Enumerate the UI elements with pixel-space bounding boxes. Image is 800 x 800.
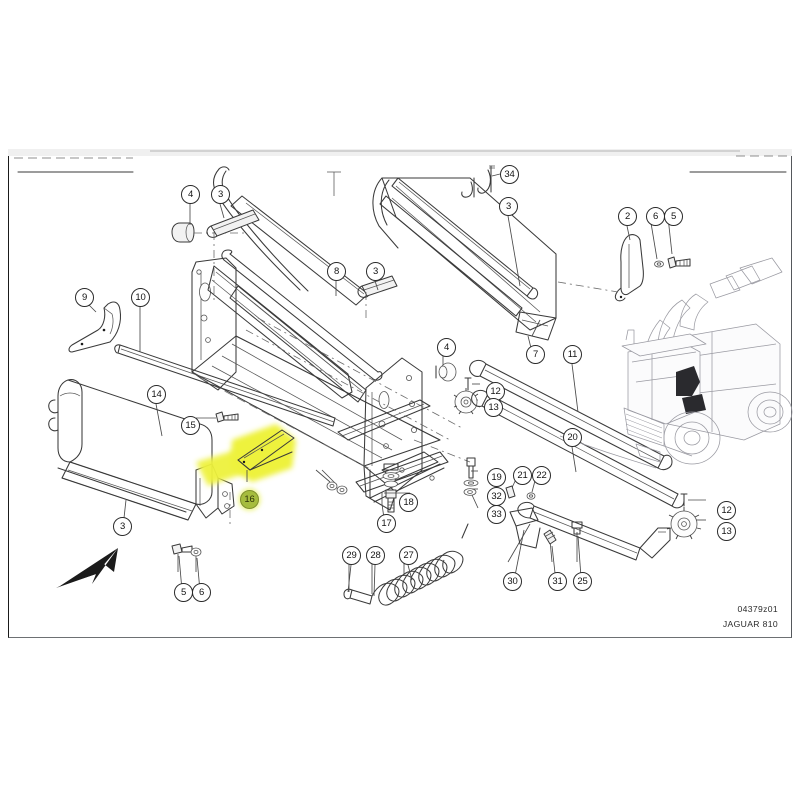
- callout-bubble-4[interactable]: 4: [181, 185, 200, 204]
- callout-bubble-2[interactable]: 2: [618, 207, 637, 226]
- callout-bubble-18[interactable]: 18: [399, 493, 418, 512]
- callout-bubble-16[interactable]: 16: [240, 490, 259, 509]
- callout-bubble-3[interactable]: 3: [499, 197, 518, 216]
- drawing-number: 04379z01: [737, 604, 778, 614]
- callout-bubble-17[interactable]: 17: [377, 514, 396, 533]
- callout-bubble-5[interactable]: 5: [174, 583, 193, 602]
- callout-bubble-8[interactable]: 8: [327, 262, 346, 281]
- callout-bubble-15[interactable]: 15: [181, 416, 200, 435]
- drawing-caption: 04379z01 JAGUAR 810: [723, 602, 778, 632]
- callout-bubble-7[interactable]: 7: [526, 345, 545, 364]
- callout-bubble-19[interactable]: 19: [487, 468, 506, 487]
- callout-bubble-31[interactable]: 31: [548, 572, 567, 591]
- callout-bubble-3[interactable]: 3: [113, 517, 132, 536]
- callout-bubble-20[interactable]: 20: [563, 428, 582, 447]
- callout-bubble-22[interactable]: 22: [532, 466, 551, 485]
- callout-bubble-3[interactable]: 3: [211, 185, 230, 204]
- callout-bubble-13[interactable]: 13: [484, 398, 503, 417]
- model-name: JAGUAR 810: [722, 619, 778, 629]
- callout-bubble-6[interactable]: 6: [192, 583, 211, 602]
- callout-bubble-4[interactable]: 4: [437, 338, 456, 357]
- callout-bubble-21[interactable]: 21: [513, 466, 532, 485]
- callout-bubble-32[interactable]: 32: [487, 487, 506, 506]
- callout-bubble-34[interactable]: 34: [500, 165, 519, 184]
- callout-bubble-6[interactable]: 6: [646, 207, 665, 226]
- callout-bubble-33[interactable]: 33: [487, 505, 506, 524]
- callout-bubble-11[interactable]: 11: [563, 345, 582, 364]
- callout-bubble-9[interactable]: 9: [75, 288, 94, 307]
- callout-bubble-13[interactable]: 13: [717, 522, 736, 541]
- callout-bubble-28[interactable]: 28: [366, 546, 385, 565]
- diagram-frame: [8, 156, 792, 638]
- callout-bubble-3[interactable]: 3: [366, 262, 385, 281]
- callout-bubble-14[interactable]: 14: [147, 385, 166, 404]
- callout-bubble-25[interactable]: 25: [573, 572, 592, 591]
- callout-bubble-30[interactable]: 30: [503, 572, 522, 591]
- callout-bubble-12[interactable]: 12: [717, 501, 736, 520]
- callout-bubble-27[interactable]: 27: [399, 546, 418, 565]
- callout-bubble-5[interactable]: 5: [664, 207, 683, 226]
- callout-bubble-29[interactable]: 29: [342, 546, 361, 565]
- callout-bubble-10[interactable]: 10: [131, 288, 150, 307]
